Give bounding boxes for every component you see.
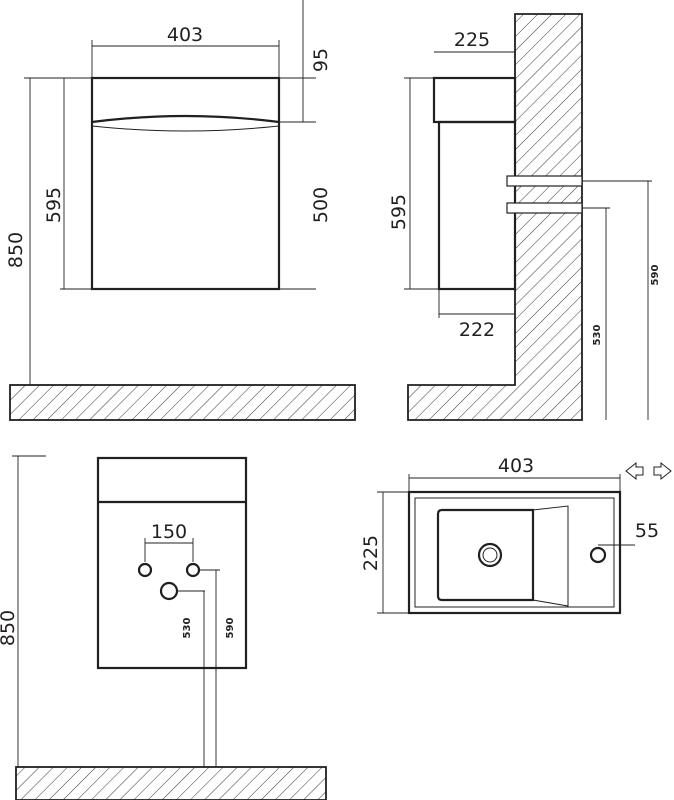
cabinet-back: [96, 456, 248, 670]
basin-drain: [477, 542, 503, 568]
front-width-label: 403: [167, 24, 203, 46]
front-body-height-label: 595: [43, 187, 65, 223]
back-view: 150 530 590 850: [0, 455, 327, 800]
back-hole-spacing-label: 150: [151, 521, 187, 543]
front-total-height-label: 850: [5, 232, 27, 268]
top-depth-label: 225: [360, 535, 382, 571]
front-right-height-label: 500: [310, 187, 332, 223]
back-hole-low-label: 530: [182, 618, 193, 639]
side-basin-depth-label: 225: [454, 29, 490, 51]
wall-floor-side: [407, 13, 583, 421]
side-body-height-label: 595: [388, 194, 410, 230]
pipe-lower: [506, 202, 583, 214]
hole-left: [137, 562, 153, 578]
cabinet-front: [90, 76, 281, 291]
top-view: 403 225 55: [360, 455, 672, 615]
basin-front-edge: [91, 114, 280, 124]
cabinet-side: [437, 120, 517, 291]
front-top-label: 95: [310, 48, 332, 72]
top-width-label: 403: [498, 455, 534, 477]
drain-hole: [159, 581, 179, 601]
side-view: 225 595 222 590 530: [388, 13, 661, 421]
pipe-upper: [506, 175, 583, 187]
basin-bowl: [436, 508, 535, 602]
basin-side: [432, 76, 517, 124]
front-view: 403 95 500 595 850: [5, 0, 356, 421]
basin-tap-deck: [532, 505, 569, 607]
floor-back: [15, 766, 327, 800]
side-hole-low-label: 530: [592, 325, 603, 346]
back-hole-high-label: 590: [225, 618, 236, 639]
floor-front: [9, 384, 356, 421]
hole-right: [185, 562, 201, 578]
back-total-height-label: 850: [0, 610, 19, 646]
side-body-depth-label: 222: [459, 319, 495, 341]
tap-hole: [589, 546, 607, 564]
top-tap-offset-label: 55: [635, 520, 659, 542]
basin-top-rim: [414, 497, 615, 608]
side-hole-high-label: 590: [650, 265, 661, 286]
double-arrow-icon: [625, 461, 672, 481]
